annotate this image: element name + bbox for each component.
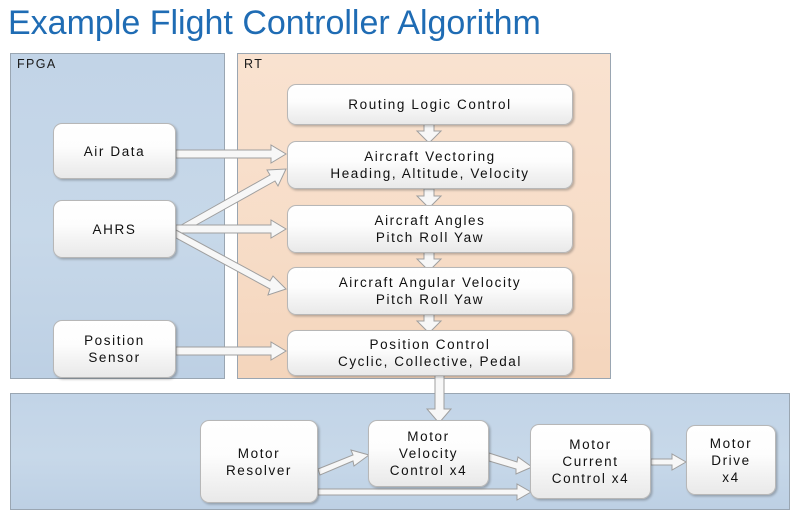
node-motor-drive[interactable]: Motor Drive x4 (686, 425, 776, 495)
node-motor-current-control[interactable]: Motor Current Control x4 (530, 424, 651, 499)
node-aircraft-angles[interactable]: Aircraft Angles Pitch Roll Yaw (287, 205, 573, 253)
panel-rt-label: RT (244, 57, 264, 71)
node-motor-velocity-control-label-2: Velocity (398, 446, 459, 461)
panel-fpga-label: FPGA (17, 57, 57, 71)
node-aircraft-angular-velocity[interactable]: Aircraft Angular Velocity Pitch Roll Yaw (287, 267, 573, 315)
node-motor-drive-label-2: Drive (711, 452, 751, 468)
node-motor-current-control-label-2: Current (562, 454, 619, 469)
node-motor-resolver-label-1: Motor (237, 445, 281, 461)
node-motor-current-control-label-1: Motor (569, 437, 612, 452)
page-title: Example Flight Controller Algorithm (8, 4, 541, 42)
node-aircraft-vectoring[interactable]: Aircraft Vectoring Heading, Altitude, Ve… (287, 141, 573, 189)
node-motor-velocity-control-label-3: Control x4 (389, 463, 468, 478)
node-aircraft-angular-velocity-label-1: Aircraft Angular Velocity (338, 275, 522, 290)
node-ahrs[interactable]: AHRS (53, 200, 176, 258)
node-motor-current-control-label-3: Control x4 (551, 471, 630, 486)
node-position-control-label-2: Cyclic, Collective, Pedal (337, 354, 523, 369)
node-motor-drive-label-3: x4 (722, 469, 740, 485)
node-aircraft-vectoring-label-1: Aircraft Vectoring (364, 149, 496, 164)
node-motor-resolver[interactable]: Motor Resolver (200, 420, 318, 503)
node-position-control[interactable]: Position Control Cyclic, Collective, Ped… (287, 330, 573, 376)
node-aircraft-angles-label-1: Aircraft Angles (374, 213, 486, 228)
node-position-sensor-label-1: Position (84, 333, 145, 348)
node-position-control-label-1: Position Control (369, 337, 491, 352)
node-motor-resolver-label-2: Resolver (225, 462, 293, 478)
node-position-sensor[interactable]: Position Sensor (53, 320, 176, 378)
node-position-sensor-label-2: Sensor (88, 350, 141, 365)
node-ahrs-label: AHRS (92, 221, 137, 237)
node-motor-velocity-control[interactable]: Motor Velocity Control x4 (368, 420, 489, 487)
node-air-data-label: Air Data (83, 143, 146, 159)
node-motor-velocity-control-label-1: Motor (407, 429, 450, 444)
node-routing-logic-control-label: Routing Logic Control (348, 97, 512, 112)
node-aircraft-angular-velocity-label-2: Pitch Roll Yaw (375, 292, 485, 307)
node-routing-logic-control[interactable]: Routing Logic Control (287, 84, 573, 125)
node-motor-drive-label-1: Motor (709, 435, 753, 451)
node-aircraft-vectoring-label-2: Heading, Altitude, Velocity (330, 166, 530, 181)
node-aircraft-angles-label-2: Pitch Roll Yaw (375, 230, 485, 245)
node-air-data[interactable]: Air Data (53, 123, 176, 179)
